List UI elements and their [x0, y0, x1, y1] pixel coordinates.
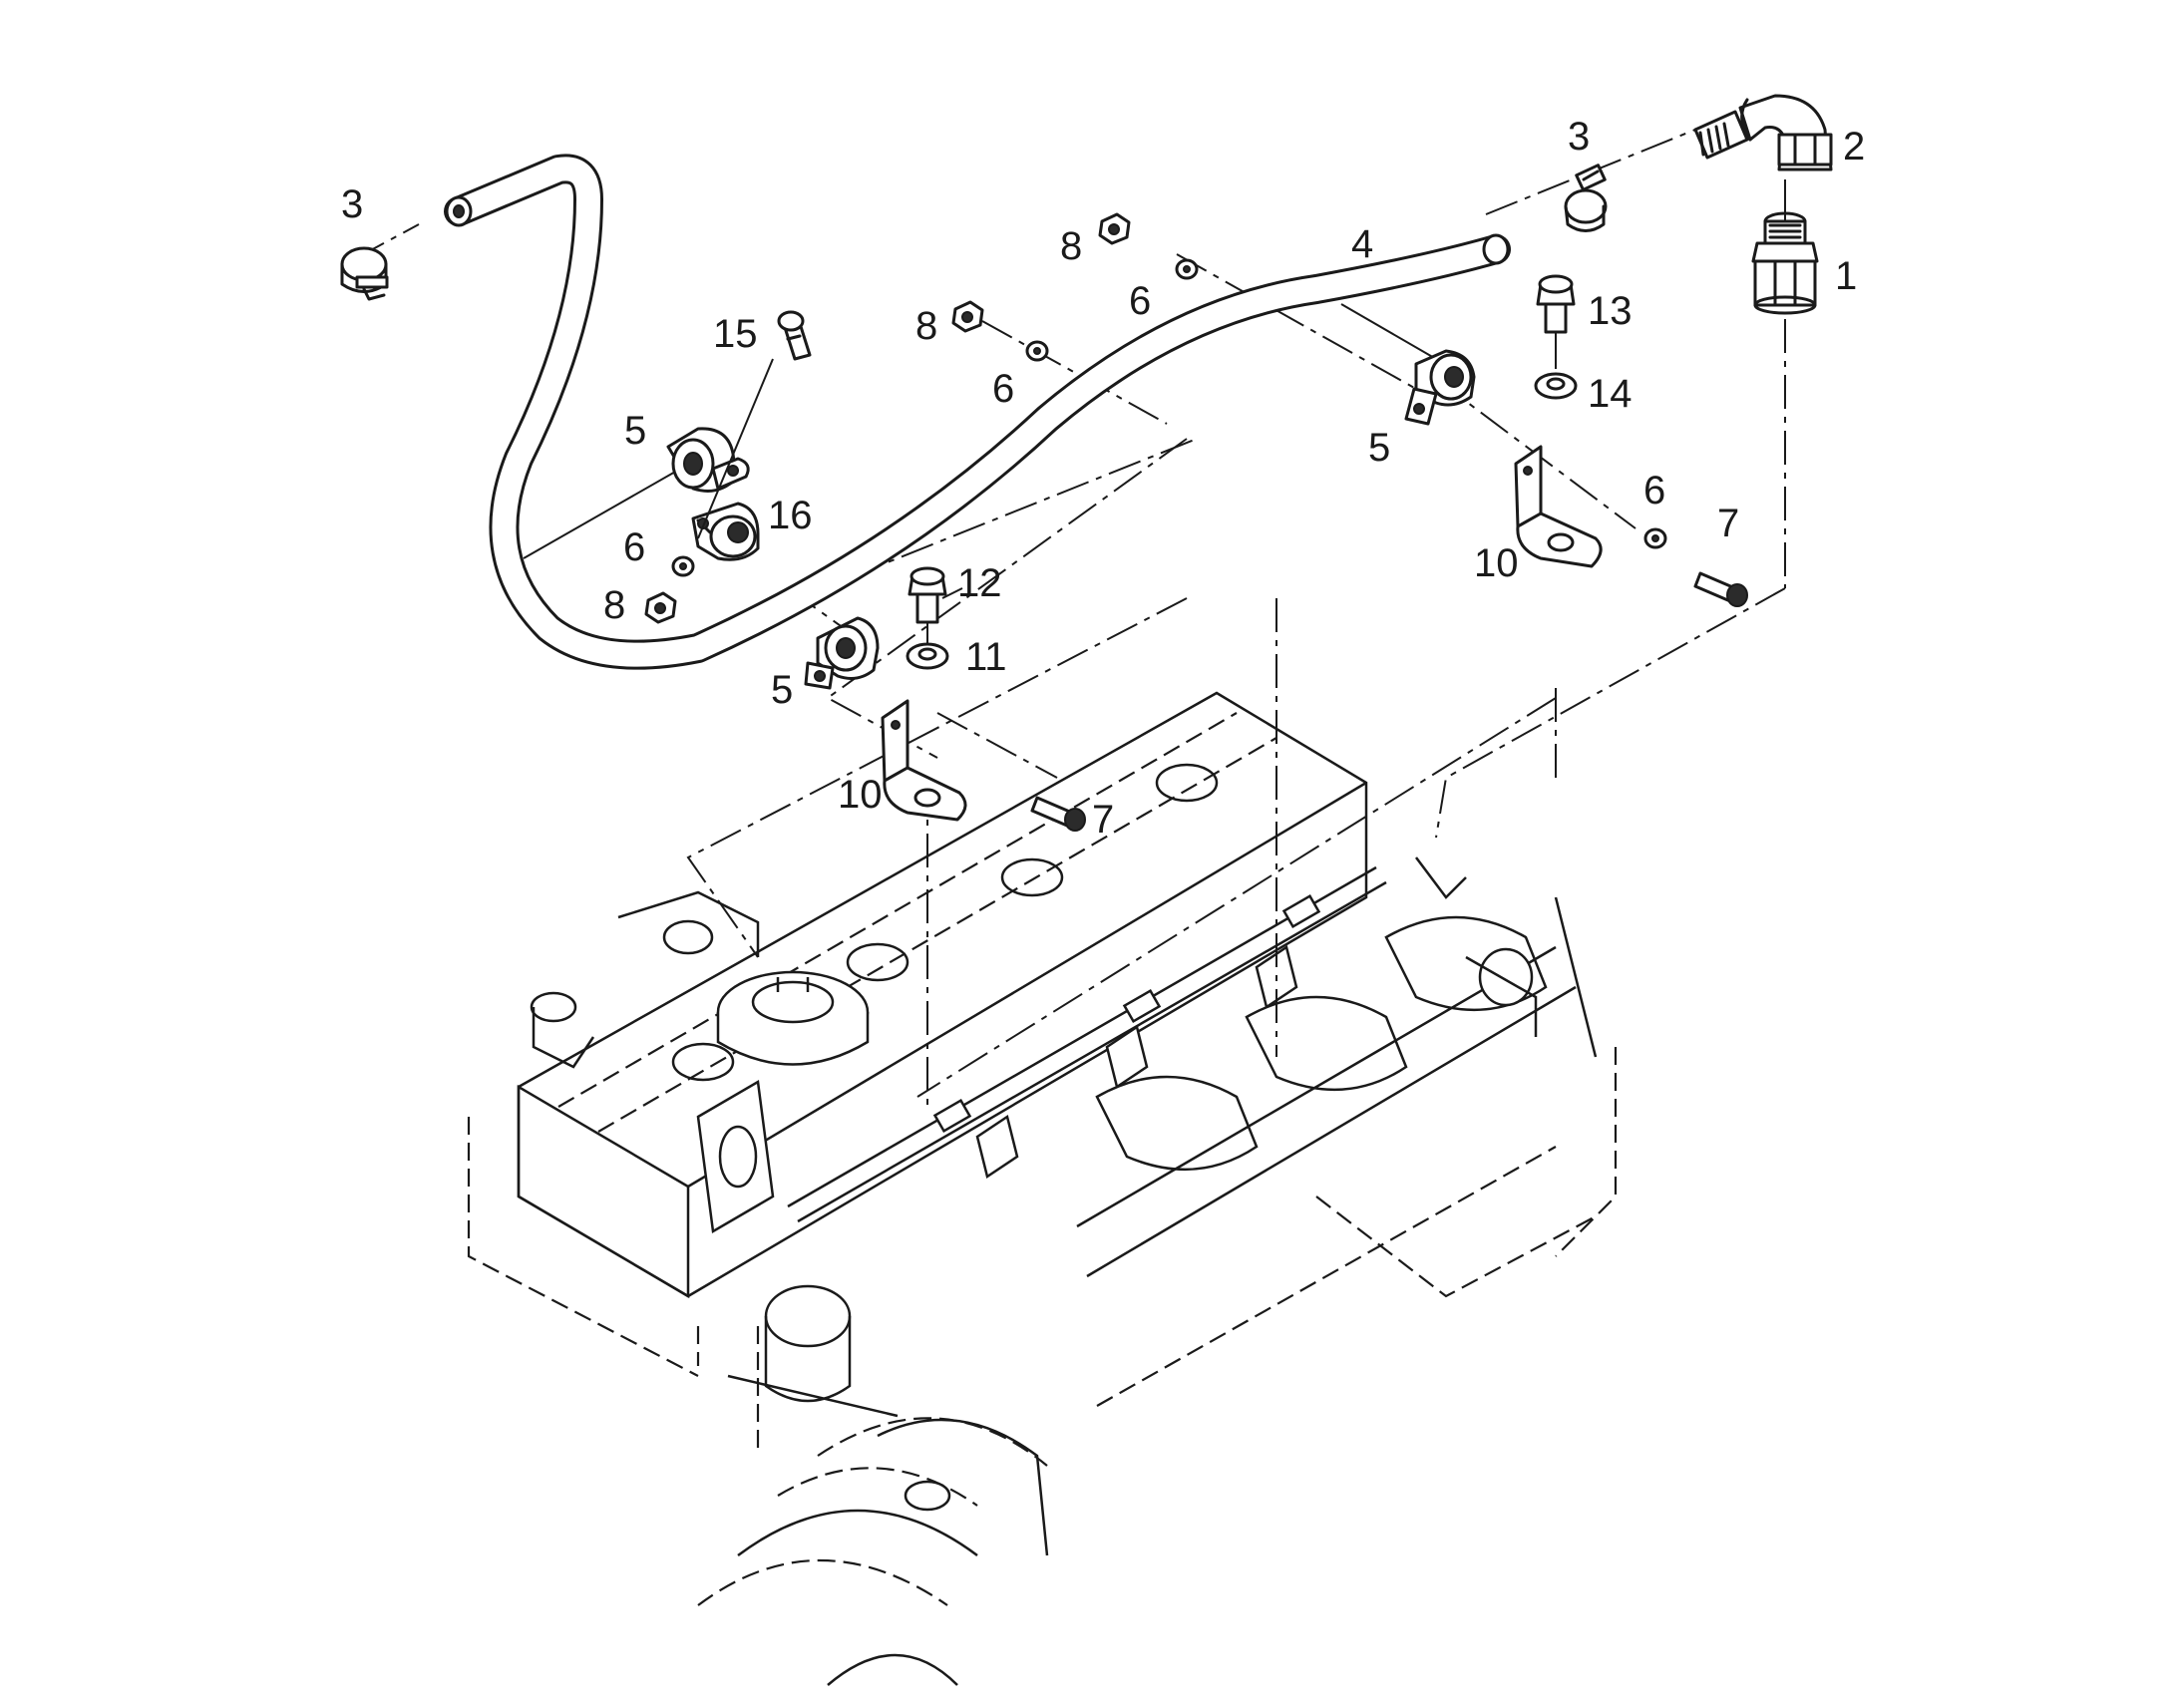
callout-8-b: 8: [915, 304, 937, 348]
callout-5-right: 5: [1368, 426, 1390, 470]
callout-11: 11: [965, 635, 1007, 679]
bolt-13: [1536, 274, 1576, 369]
callout-6-b: 6: [992, 367, 1014, 411]
front-pulleys: [697, 1326, 1049, 1686]
washer-11: [906, 622, 949, 670]
callout-15: 15: [713, 312, 758, 356]
callout-3-left: 3: [341, 182, 363, 226]
p-clamp-right: [1404, 349, 1476, 426]
callout-10-lower: 10: [838, 773, 883, 817]
callout-16: 16: [768, 494, 813, 537]
callout-5-left: 5: [624, 409, 646, 453]
callout-8-c: 8: [603, 583, 625, 627]
callout-13: 13: [1588, 289, 1633, 333]
washer-6-a: [1175, 258, 1199, 280]
adapter-fitting: [1751, 179, 1819, 315]
hose-clamp-left: [340, 246, 389, 301]
bolt-7-right: [1693, 571, 1748, 607]
thermostat-housing: [727, 1284, 899, 1418]
callout-10-upper: 10: [1474, 541, 1519, 585]
callout-4: 4: [1351, 222, 1373, 266]
callout-7-lower: 7: [1092, 798, 1114, 842]
oil-filler-cap: [716, 970, 870, 1066]
bracket-upper: [1514, 445, 1603, 568]
callout-5-lower: 5: [771, 668, 793, 712]
callout-6-a: 6: [1129, 279, 1151, 323]
callout-14: 14: [1588, 372, 1633, 416]
washer-6-c: [671, 555, 695, 577]
bolt-7-lower: [1030, 796, 1086, 832]
callout-8-a: 8: [1060, 224, 1082, 268]
bracket-lower: [881, 699, 967, 822]
callout-6-c: 6: [623, 525, 645, 569]
bolt-15: [697, 310, 812, 539]
bolt-12: [908, 566, 963, 624]
callout-12: 12: [957, 561, 1002, 605]
p-clamp-upper-left: [666, 427, 750, 493]
nut-8-b: [951, 300, 984, 333]
callout-7-right: 7: [1717, 502, 1739, 545]
callout-6-d: 6: [1643, 469, 1665, 512]
washer-6-b: [1025, 340, 1049, 362]
washer-14: [1534, 372, 1578, 400]
p-clamp-lower: [804, 616, 880, 690]
callout-labels: 1 2 3 3 4 5 5 5 6 6 6 6 7 7 8 8 8 10 10 …: [341, 115, 1865, 842]
p-clamp-middle-left: [691, 502, 760, 561]
callout-1: 1: [1835, 254, 1857, 298]
washer-6-d: [1643, 527, 1667, 549]
callout-3-right: 3: [1568, 115, 1590, 159]
engine-assembly: [467, 691, 1618, 1686]
nut-8-a: [1098, 212, 1131, 245]
callout-2: 2: [1843, 125, 1865, 169]
hose-clamp-right: [1564, 164, 1608, 232]
breather-hose: [444, 154, 1511, 670]
elbow-fitting: [1693, 94, 1833, 171]
nut-8-c: [644, 591, 677, 624]
